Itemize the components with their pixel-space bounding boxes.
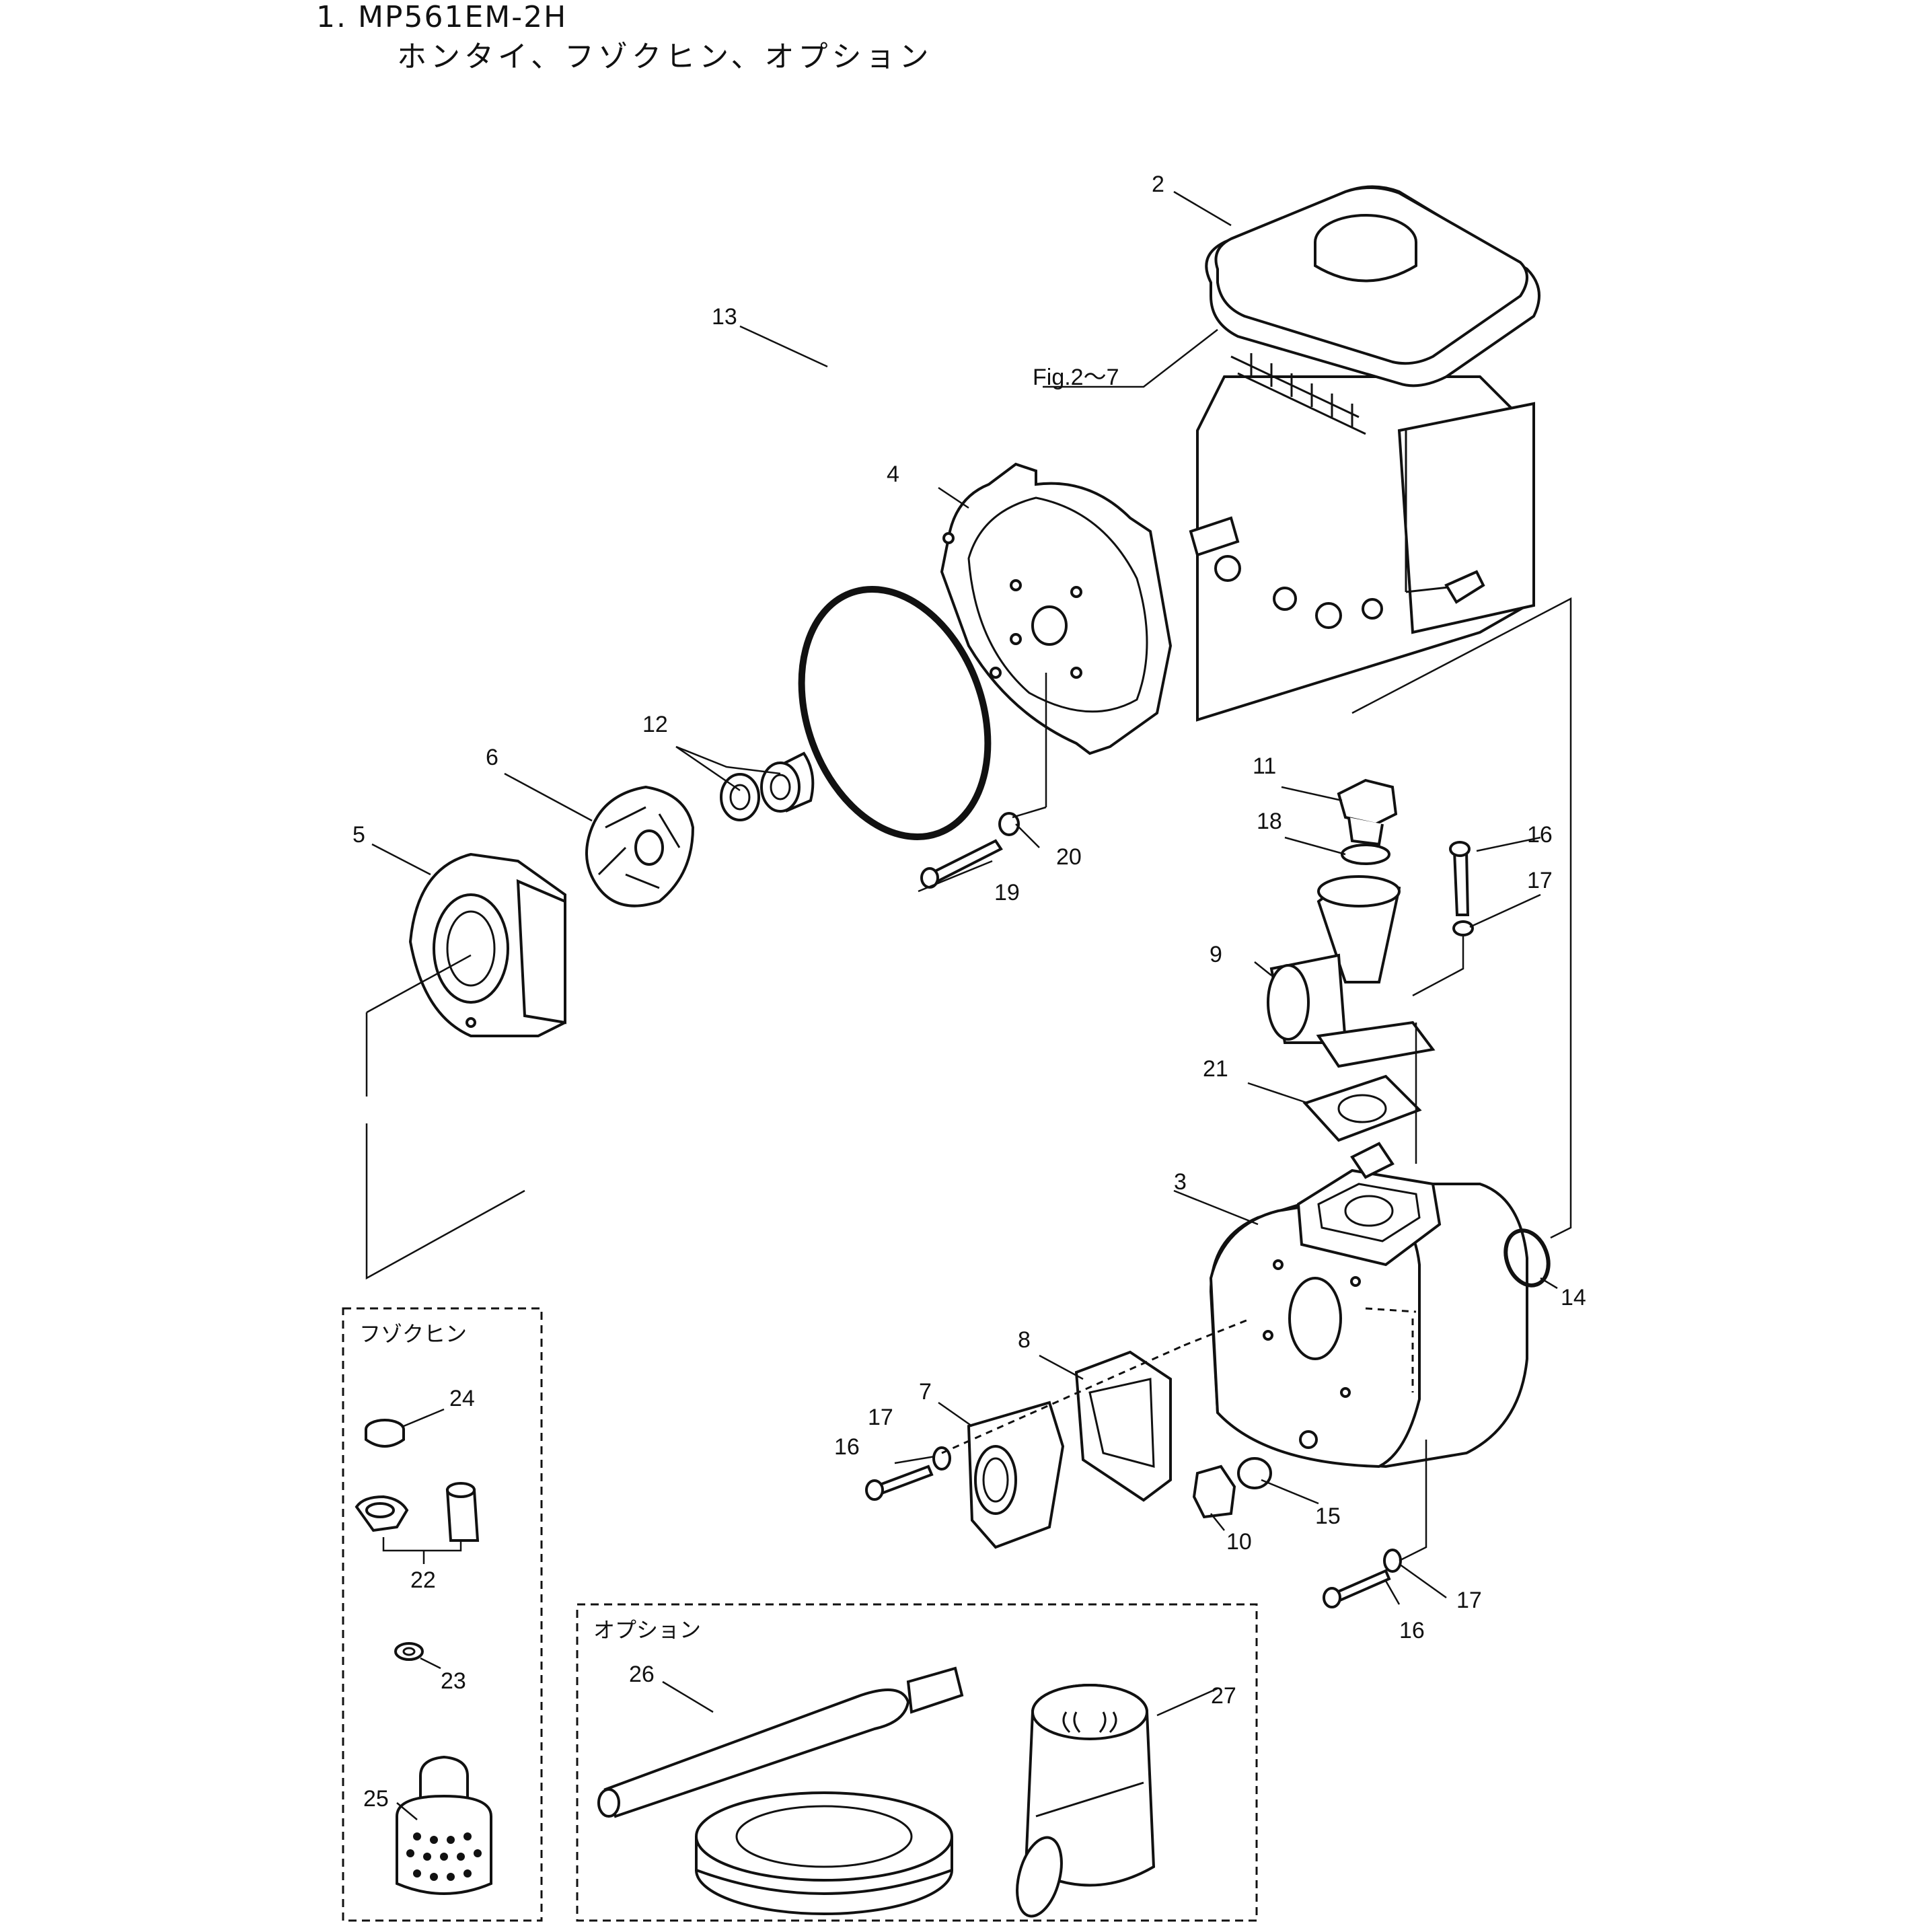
callout-4: 4 xyxy=(887,461,899,487)
callout-11: 11 xyxy=(1253,753,1276,779)
part-priming-plug xyxy=(1337,778,1398,846)
callout-13: 13 xyxy=(712,304,737,330)
callout-17-left: 17 xyxy=(868,1405,893,1430)
part-gasket-23 xyxy=(394,1642,441,1670)
callout-24: 24 xyxy=(449,1386,475,1411)
option-box xyxy=(576,1603,1258,1922)
option-box-title: オプション xyxy=(593,1617,702,1643)
part-strainer-hose-27 xyxy=(1016,1684,1218,1918)
callout-6: 6 xyxy=(486,745,498,770)
callout-27: 27 xyxy=(1211,1683,1236,1709)
part-gasket-8 xyxy=(1074,1350,1172,1502)
callout-17-top: 17 xyxy=(1527,868,1553,893)
callout-15: 15 xyxy=(1315,1503,1341,1529)
callout-19: 19 xyxy=(994,880,1020,905)
part-pump-cover xyxy=(940,462,1173,755)
part-suction-hose-26 xyxy=(597,1666,964,1915)
part-o-ring-14 xyxy=(1503,1228,1551,1288)
part-gasket-21 xyxy=(1302,1074,1422,1142)
part-bolt-16-top xyxy=(1449,841,1471,916)
part-strainer-25 xyxy=(396,1755,492,1895)
callout-5: 5 xyxy=(352,822,365,848)
callout-16-left: 16 xyxy=(834,1434,860,1460)
part-pump-casing xyxy=(1209,1142,1528,1469)
part-hose-fitting-22 xyxy=(355,1482,480,1564)
part-casing-cover xyxy=(408,852,566,1037)
part-bolt-19 xyxy=(920,839,1003,889)
part-washer-17-left xyxy=(932,1446,951,1471)
part-bolt-16-left xyxy=(865,1464,934,1501)
callout-8: 8 xyxy=(1018,1327,1031,1353)
engine-reference: Fig.2～7 xyxy=(1033,365,1119,390)
part-engine xyxy=(1189,185,1540,722)
callout-23: 23 xyxy=(441,1668,466,1694)
callout-22: 22 xyxy=(410,1567,436,1593)
accessory-box xyxy=(342,1307,543,1922)
callout-labels: 2 3 4 5 6 7 8 9 10 11 12 13 14 15 16 17 … xyxy=(352,172,1586,1812)
part-gasket-15 xyxy=(1237,1457,1272,1489)
part-o-ring-13 xyxy=(798,586,992,840)
callout-20: 20 xyxy=(1056,844,1082,870)
callout-18: 18 xyxy=(1257,809,1282,834)
part-impeller xyxy=(585,785,695,907)
part-washer-17-bottom xyxy=(1383,1549,1402,1573)
accessory-box-title: フゾクヒン xyxy=(359,1321,468,1347)
part-mechanical-seal xyxy=(720,751,815,821)
part-drain-plug xyxy=(1192,1464,1236,1519)
callout-9: 9 xyxy=(1210,942,1222,967)
part-washer-17-top xyxy=(1452,920,1474,936)
part-bolt-16-bottom xyxy=(1323,1569,1391,1608)
callout-leaders xyxy=(371,190,1558,1605)
callout-7: 7 xyxy=(919,1379,932,1405)
callout-14: 14 xyxy=(1561,1285,1586,1310)
callout-16-top: 16 xyxy=(1527,822,1553,848)
part-suction-elbow xyxy=(1267,875,1436,1068)
callout-21: 21 xyxy=(1203,1056,1228,1082)
callout-2: 2 xyxy=(1152,172,1164,197)
callout-25: 25 xyxy=(363,1786,389,1812)
assembly-lines xyxy=(365,597,1572,1562)
callout-10: 10 xyxy=(1226,1529,1252,1555)
diagram-title-section: ホンタイ、フゾクヒン、オプション xyxy=(397,40,933,74)
part-hose-band-24 xyxy=(365,1408,445,1448)
callout-12: 12 xyxy=(642,712,668,737)
callout-3: 3 xyxy=(1174,1169,1187,1195)
part-discharge-flange xyxy=(967,1401,1065,1549)
callout-26: 26 xyxy=(629,1662,655,1687)
diagram-title-model: 1. MP561EM-2H xyxy=(316,0,568,34)
callout-16-bottom: 16 xyxy=(1399,1618,1425,1643)
part-washer-20 xyxy=(998,812,1020,836)
callout-17-bottom: 17 xyxy=(1456,1588,1482,1613)
part-gasket-18 xyxy=(1341,844,1390,865)
